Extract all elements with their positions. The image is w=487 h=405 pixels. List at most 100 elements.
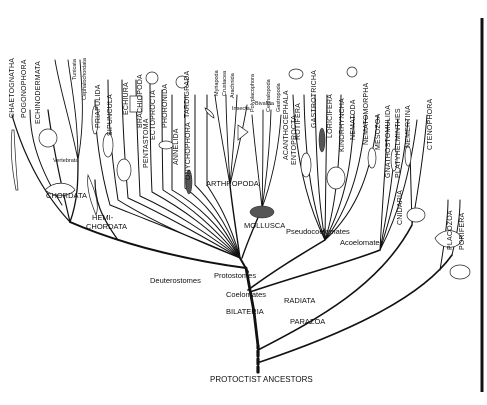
branch-polyplacophora: [251, 114, 263, 209]
label-bivalvia: Bivalvia: [255, 101, 275, 107]
label-coelomates: Coelomates: [226, 290, 266, 299]
label-pogonophora: POGONOPHORA: [21, 59, 28, 118]
label-nemertina: NEMERTINA: [405, 105, 412, 148]
branch-arachnida: [229, 94, 238, 186]
nematode-drawing: [367, 147, 377, 169]
label-gastrotricha: GASTROTRICHA: [311, 70, 318, 128]
branch-insecta: [229, 104, 248, 186]
branch-nemertina: [379, 119, 418, 251]
sponge-drawing: [449, 264, 471, 280]
comb-jelly-drawing: [406, 207, 426, 223]
label-arthropoda: ARTHROPODA: [206, 179, 259, 188]
label-deuterostomes: Deuterostomes: [150, 276, 201, 285]
branch-deuterostomes: [69, 221, 247, 269]
priapulid-drawing: [91, 105, 99, 135]
branch-echiura: [121, 79, 241, 259]
label-acoelomates: Acoelomates: [340, 238, 384, 247]
branch-nematomorpha: [324, 114, 379, 241]
branch-annelida: [184, 94, 241, 259]
branch-nematoda: [324, 114, 367, 241]
label-annelida: ANNELIDA: [173, 128, 180, 165]
branch-gastropoda: [261, 114, 282, 209]
brachiopod-drawing: [129, 95, 143, 113]
label-chordata: CHORDATA: [46, 191, 87, 200]
branch-crustacea: [225, 94, 231, 186]
branch-arthropoda: [229, 184, 241, 259]
label-nematomorpha: NEMATOMORPHA: [363, 82, 370, 145]
label-ectoprocta: ECTOPROCTA: [150, 90, 157, 140]
acorn-worm-drawing: [87, 173, 98, 216]
organism-illustrations: [10, 66, 471, 280]
bryozoan-drawing: [145, 71, 159, 85]
branch-hemichordata: [94, 179, 119, 241]
branch-gnathostomulida: [379, 119, 399, 251]
branch-platyhelminthes: [379, 119, 409, 251]
label-platyhelminthes: PLATYHELMINTHES: [395, 108, 402, 178]
branch-ectoprocta: [149, 79, 241, 259]
label-echiura: ECHIURA: [123, 82, 130, 115]
label-mollusca: MOLLUSCA: [244, 221, 285, 230]
root-label: PROTOCTIST ANCESTORS: [210, 375, 313, 384]
label-parazoa: PARAZOA: [290, 317, 325, 326]
placozoan-drawing: [434, 230, 463, 248]
label-hemichordata-line2: CHORDATA: [86, 222, 127, 231]
label-acanthocephala: ACANTHOCEPHALA: [283, 90, 290, 160]
label-sipuncula: SIPUNCULA: [107, 94, 114, 136]
branch-sipuncula: [107, 79, 241, 259]
label-cnidaria: CNIDARIA: [397, 190, 404, 225]
label-radiata: RADIATA: [284, 296, 315, 305]
label-kinorhyncha: KINORHYNCHA: [339, 98, 346, 152]
branch-mesozoa: [379, 119, 389, 251]
label-loricifera: LORICIFERA: [327, 94, 334, 138]
label-echinodermata: ECHINODERMATA: [35, 61, 42, 124]
label-phoronida: PHORONIDA: [162, 84, 169, 128]
branch-tardigrada: [194, 94, 241, 259]
label-brachiopoda: BRACHIOPODA: [137, 74, 144, 128]
echiuran-drawing: [116, 158, 132, 182]
label-vertebrata: Vertebrata: [53, 158, 79, 164]
phoronid-drawing: [158, 140, 174, 150]
starfish-drawing: [38, 128, 58, 148]
label-pseudocoelomates: Pseudocoelomates: [286, 227, 350, 236]
branch-parazoa: [259, 254, 453, 363]
annelid-drawing: [185, 169, 193, 195]
clade-labels: CHORDATA HEMI- CHORDATA ARTHROPODA MOLLU…: [46, 179, 384, 326]
label-gnathostomulida: GNATHOSTOMULIDA: [385, 105, 392, 178]
label-hemichordata-line1: HEMI-: [92, 213, 114, 222]
label-bilateria: BILATERIA: [226, 307, 264, 316]
ribbon-worm-drawing: [404, 145, 412, 167]
gastrotrich-drawing: [318, 127, 326, 153]
label-rotifera: ROTIFERA: [295, 103, 302, 140]
fish-drawing: [44, 182, 76, 196]
branch-echinodermata: [47, 109, 71, 223]
branch-porifera: [451, 199, 461, 256]
branch-pseudocoelomates: [247, 239, 326, 291]
branch-chaetognatha: [11, 114, 71, 223]
branch-cephalopoda: [261, 109, 272, 209]
label-priapulida: PRIAPULIDA: [95, 84, 102, 128]
label-placozoa: PLACOZOA: [447, 210, 454, 250]
branch-radiata: [257, 224, 413, 351]
label-polyplacophora: Polyplacophora: [250, 73, 256, 112]
subgroup-labels: Tunicata Cephalochordata Myriapoda Crust…: [53, 57, 282, 164]
branch-onychophora: [206, 94, 241, 259]
label-myriapoda: Myriapoda: [214, 69, 220, 96]
label-mesozoa: MESOZOA: [375, 113, 382, 150]
label-crustacea: Crustacea: [222, 70, 228, 96]
branch-tunicata: [67, 59, 79, 161]
branch-phoronida: [161, 89, 241, 259]
label-insecta: Insecta: [232, 106, 251, 112]
label-pentastoma: PENTASTOMA: [143, 118, 150, 168]
chiton-drawing: [249, 205, 275, 219]
label-arachnida: Arachnida: [230, 72, 236, 98]
snail-drawing: [288, 68, 304, 80]
branch-gastrotricha: [324, 94, 328, 241]
label-porifera: PORIFERA: [459, 212, 466, 250]
branch-pentastoma: [171, 94, 241, 259]
kinorhynch-drawing: [346, 66, 358, 78]
branch-myriapoda: [214, 94, 231, 186]
insect-drawing: [237, 124, 249, 141]
label-protostomes: Protostomes: [214, 271, 256, 280]
